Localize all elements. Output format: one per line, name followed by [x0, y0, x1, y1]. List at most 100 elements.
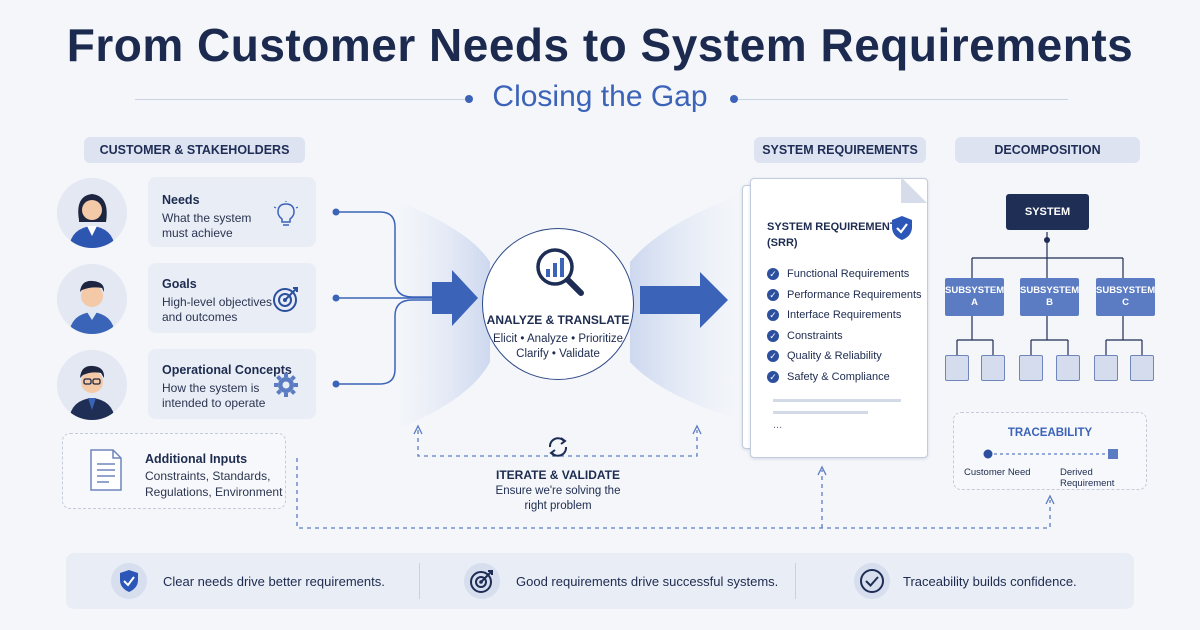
document-icon	[90, 449, 122, 491]
req-item: ✓Performance Requirements	[767, 287, 927, 308]
check-icon: ✓	[767, 350, 779, 363]
footer-text-2: Good requirements drive successful syste…	[516, 574, 779, 589]
footer-divider	[419, 563, 420, 599]
srr-document: SYSTEM REQUIREMENTS (SRR) ✓Functional Re…	[750, 177, 928, 458]
card-concepts-text1: How the system is	[162, 381, 260, 395]
refresh-icon	[548, 437, 568, 457]
trace-link	[983, 449, 1118, 459]
subtitle-dot-right	[730, 95, 738, 103]
subtitle-rule-right	[738, 99, 1068, 100]
trace-right-label: Derived Requirement	[1060, 467, 1115, 489]
requirements-list: ✓Functional Requirements ✓Performance Re…	[767, 266, 927, 389]
card-goals-text2: and outcomes	[162, 310, 238, 324]
traceability-box: TRACEABILITY Customer Need Derived Requi…	[953, 412, 1147, 490]
connector-concepts	[336, 299, 432, 385]
req-item: ✓Safety & Compliance	[767, 369, 927, 390]
component-node	[1056, 355, 1080, 381]
avatar-man	[57, 264, 127, 334]
doc-line	[773, 399, 901, 402]
check-icon: ✓	[767, 288, 779, 301]
analyze-line1: Elicit • Analyze • Prioritize	[492, 333, 624, 345]
footer-divider	[795, 563, 796, 599]
additional-inputs-title: Additional Inputs	[145, 452, 248, 466]
connector-needs	[336, 211, 432, 298]
doc-title-1: SYSTEM REQUIREMENTS	[767, 221, 904, 233]
page-fold-icon	[901, 177, 927, 203]
req-item: ✓Quality & Reliability	[767, 348, 927, 369]
iterate-line2: right problem	[524, 500, 592, 512]
shield-check-icon	[120, 570, 138, 592]
req-item: ✓Functional Requirements	[767, 266, 927, 287]
shield-check-icon	[892, 216, 912, 240]
iterate-line1: Ensure we're solving the	[495, 485, 621, 497]
component-node	[1019, 355, 1043, 381]
dot-concepts	[332, 380, 340, 388]
iterate-title: ITERATE & VALIDATE	[496, 468, 620, 482]
footer-icon-bg	[111, 563, 147, 599]
component-node	[945, 355, 969, 381]
doc-line	[773, 411, 868, 414]
target-icon	[273, 287, 298, 312]
component-node	[1094, 355, 1118, 381]
check-icon: ✓	[767, 309, 779, 322]
additional-inputs-line2: Regulations, Environment	[145, 485, 283, 499]
card-concepts-title: Operational Concepts	[162, 363, 292, 377]
req-item: ✓Interface Requirements	[767, 307, 927, 328]
funnel-left	[395, 200, 490, 430]
avatar-woman	[57, 178, 127, 248]
trace-left-label: Customer Need	[964, 467, 1031, 478]
req-item: ✓Constraints	[767, 328, 927, 349]
card-concepts: Operational Concepts How the system is i…	[148, 349, 316, 419]
card-goals-text1: High-level objectives	[162, 295, 273, 309]
check-icon: ✓	[767, 329, 779, 342]
footer-icon-bg	[464, 563, 500, 599]
arrow-into-analyze	[432, 270, 478, 326]
lightbulb-icon	[274, 201, 298, 226]
system-node: SYSTEM	[1006, 194, 1089, 230]
check-icon: ✓	[767, 268, 779, 281]
page-title: From Customer Needs to System Requiremen…	[66, 19, 1134, 71]
sysreq-header: SYSTEM REQUIREMENTS	[754, 137, 926, 163]
check-circle-icon	[860, 569, 884, 593]
subtitle-rule-left	[135, 99, 465, 100]
analyze-circle: ANALYZE & TRANSLATE Elicit • Analyze • P…	[482, 228, 634, 380]
additional-inputs-box: Additional Inputs Constraints, Standards…	[62, 433, 286, 509]
analyze-title: ANALYZE & TRANSLATE	[486, 313, 630, 327]
magnifier-chart-icon	[536, 248, 584, 296]
card-goals: Goals High-level objectives and outcomes	[148, 263, 316, 333]
dot-needs	[332, 208, 340, 216]
footer-icon-bg	[854, 563, 890, 599]
doc-ellipsis: ...	[773, 419, 783, 431]
target-icon	[470, 570, 493, 593]
card-concepts-text2: intended to operate	[162, 396, 266, 410]
gear-icon	[274, 373, 298, 397]
page-subtitle: Closing the Gap	[492, 80, 708, 113]
check-icon: ✓	[767, 370, 779, 383]
card-needs: Needs What the system must achieve	[148, 177, 316, 247]
footer-text-3: Traceability builds confidence.	[903, 574, 1077, 589]
footer-text-1: Clear needs drive better requirements.	[163, 574, 385, 589]
customer-header: CUSTOMER & STAKEHOLDERS	[84, 137, 305, 163]
arrow-to-requirements	[640, 272, 728, 328]
tree-lines	[956, 232, 1143, 355]
card-goals-title: Goals	[162, 277, 197, 291]
avatar-man-glasses	[57, 350, 127, 420]
doc-title-2: (SRR)	[767, 237, 798, 249]
trace-loop	[296, 458, 1051, 529]
card-needs-title: Needs	[162, 193, 200, 207]
additional-inputs-line1: Constraints, Standards,	[145, 469, 271, 483]
component-node	[981, 355, 1005, 381]
subtitle-dot-left	[465, 95, 473, 103]
footer-bar: Clear needs drive better requirements. G…	[66, 553, 1134, 609]
card-needs-text1: What the system	[162, 211, 252, 225]
traceability-title: TRACEABILITY	[1007, 427, 1093, 439]
dot-goals	[332, 294, 340, 302]
decomp-header: DECOMPOSITION	[955, 137, 1140, 163]
card-needs-text2: must achieve	[162, 226, 233, 240]
analyze-line2: Clarify • Validate	[516, 348, 600, 360]
component-node	[1130, 355, 1154, 381]
